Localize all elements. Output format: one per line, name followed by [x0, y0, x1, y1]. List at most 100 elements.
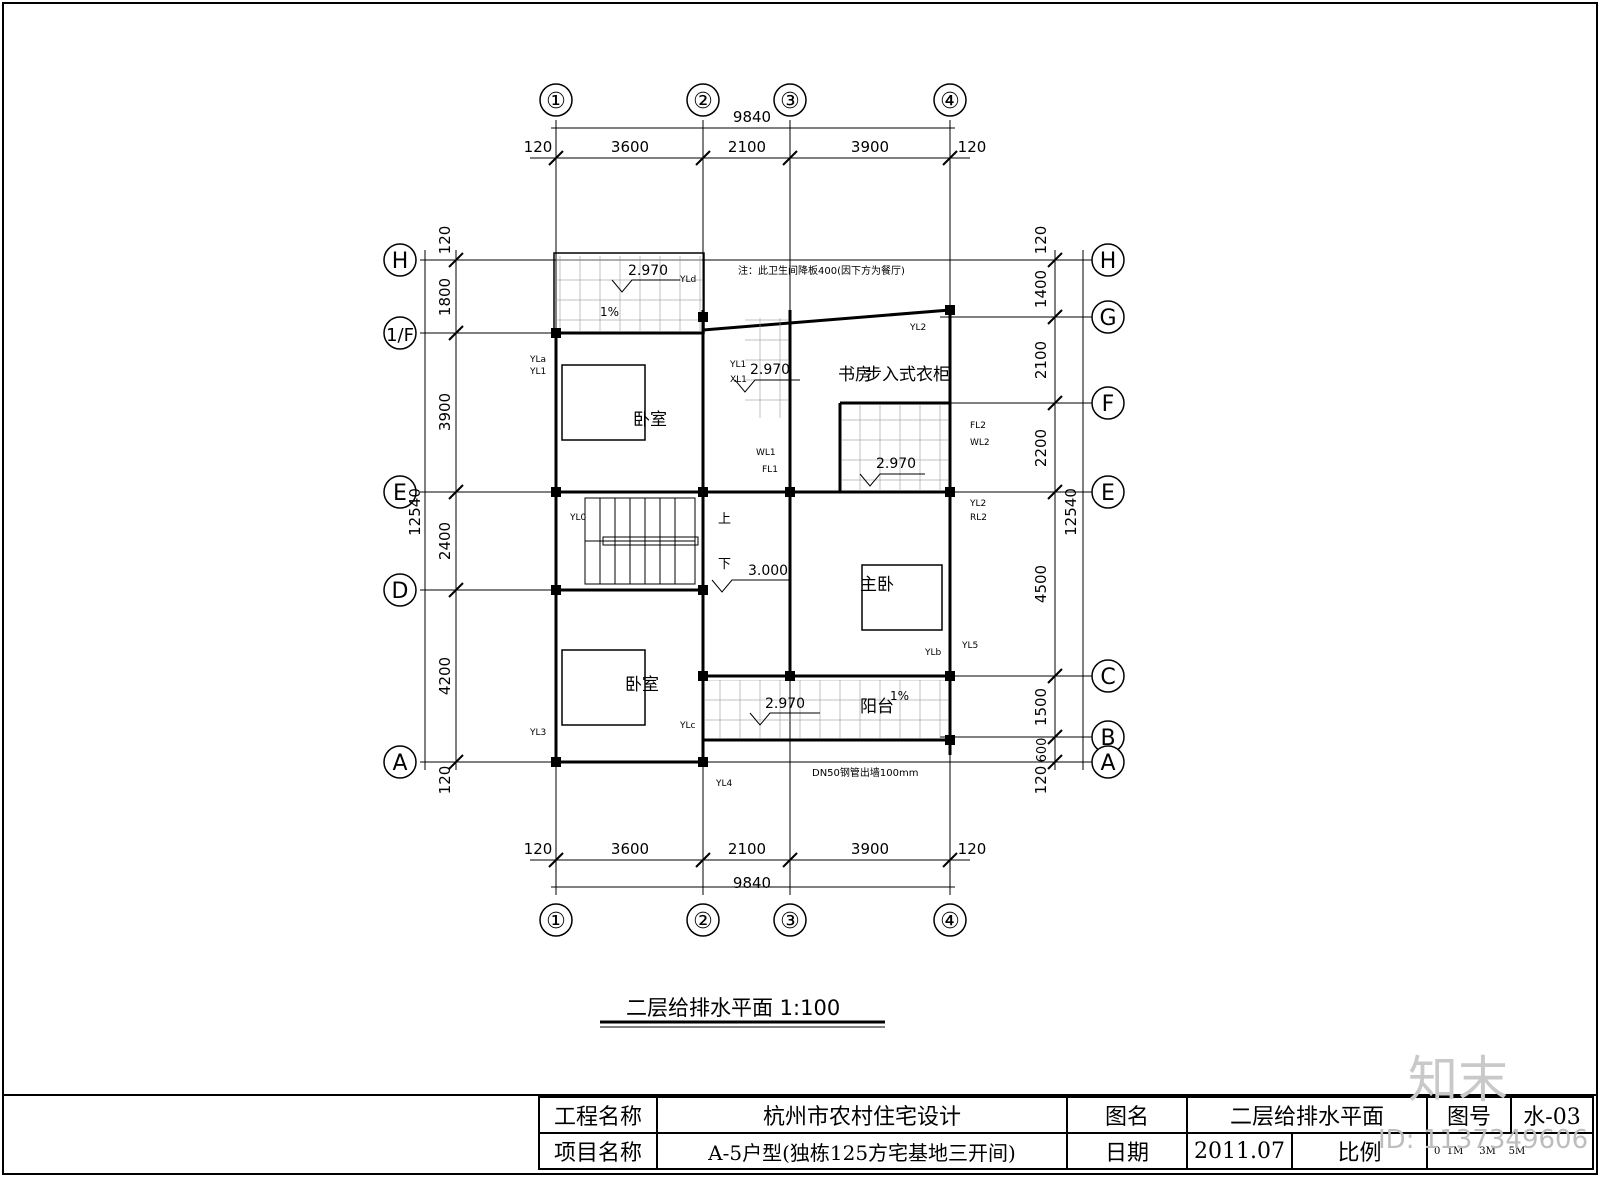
dim-right-8: 120 — [1032, 766, 1050, 795]
scale-bar: 0 1M 3M 5M — [1426, 1132, 1594, 1170]
watermark-id: ID: 1137349606 — [1378, 1125, 1589, 1155]
scale-mark-0: 0 — [1434, 1145, 1441, 1157]
pipe-rl2: RL2 — [970, 513, 987, 523]
dim-top-seg-2: 2100 — [728, 138, 766, 156]
dim-top-total: 9840 — [733, 108, 771, 126]
pipe-yl1-left: YL1 — [529, 367, 546, 377]
dim-left-total: 12540 — [406, 488, 424, 536]
axis-right-h: H — [1100, 249, 1117, 274]
dim-right-5: 4500 — [1032, 565, 1050, 603]
dim-left-2: 1800 — [436, 278, 454, 316]
item-label: 项目名称 — [538, 1132, 658, 1170]
date-label: 日期 — [1066, 1132, 1188, 1170]
pipe-ylc: YLc — [679, 721, 696, 731]
dim-right-6: 1500 — [1032, 688, 1050, 726]
date-value: 2011.07 — [1186, 1132, 1293, 1170]
pipe-yla: YLa — [529, 355, 546, 365]
drawing-title: 二层给排水平面 1:100 — [626, 996, 840, 1020]
dim-bottom-seg-1: 3600 — [611, 840, 649, 858]
dim-right-1: 120 — [1032, 226, 1050, 255]
axis-bottom-3: ③ — [780, 909, 800, 934]
watermark-logo: 知末 — [1408, 1051, 1508, 1109]
room-master: 主卧 — [860, 575, 894, 595]
axis-right-a: A — [1100, 751, 1115, 776]
room-study: 书房 — [838, 365, 872, 385]
pipe-yl3: YL3 — [529, 728, 546, 738]
axis-right-g: G — [1099, 306, 1116, 331]
axis-left-d: D — [392, 579, 409, 604]
bathroom-tiles-left — [745, 318, 788, 418]
stair-down: 下 — [718, 557, 731, 572]
axis-right-e: E — [1101, 481, 1115, 506]
pipe-fl2: FL2 — [970, 421, 986, 431]
project-label: 工程名称 — [538, 1096, 658, 1134]
axis-top-3: ③ — [780, 89, 800, 114]
axis-top-4: ④ — [940, 89, 960, 114]
stair-up: 上 — [718, 512, 731, 527]
dim-left-3: 3900 — [436, 393, 454, 431]
dim-top-seg-3: 3900 — [851, 138, 889, 156]
number-label: 图号 — [1426, 1096, 1512, 1134]
elev-bath-left: 2.970 — [750, 362, 790, 378]
pipe-fl1: FL1 — [762, 465, 778, 475]
room-balcony: 阳台 — [860, 697, 894, 717]
pipe-yl4: YL4 — [715, 779, 733, 789]
pipe-ylb: YLb — [924, 648, 942, 658]
axis-left-a: A — [392, 751, 407, 776]
elev-balcony-top: 2.970 — [628, 263, 668, 279]
balcony-tiles-bottom — [705, 680, 948, 738]
dim-right-4: 2200 — [1032, 429, 1050, 467]
axis-left-e: E — [393, 481, 407, 506]
axis-bottom-2: ② — [693, 909, 713, 934]
scale-mark-3: 3M — [1479, 1145, 1496, 1157]
axis-bottom-4: ④ — [940, 909, 960, 934]
pipe-wl1: WL1 — [756, 448, 776, 458]
room-closet: 步入式衣柜 — [865, 365, 950, 385]
bathroom-tiles-right — [842, 405, 948, 491]
dim-left-4: 2400 — [436, 522, 454, 560]
axis-left-1f: 1/F — [386, 325, 414, 346]
title-block: 工程名称 杭州市农村住宅设计 图名 二层给排水平面 图号 水-03 项目名称 A… — [538, 1096, 1594, 1170]
dim-top-edge-left: 120 — [524, 138, 553, 156]
item-value: A-5户型(独栋125方宅基地三开间) — [656, 1132, 1068, 1170]
elev-balcony-bottom: 2.970 — [765, 696, 805, 712]
slope-bottom: 1% — [890, 689, 909, 703]
bed-bedroom-top — [561, 364, 646, 441]
pipe-yl1: YL1 — [729, 360, 746, 370]
scale-mark-5: 5M — [1508, 1145, 1526, 1157]
axis-right-b: B — [1100, 726, 1115, 751]
axis-top-2: ② — [693, 89, 713, 114]
dim-right-total: 12540 — [1062, 488, 1080, 536]
slope-top: 1% — [600, 305, 619, 319]
dim-left-6: 120 — [436, 766, 454, 795]
scale-mark-1: 1M — [1446, 1145, 1464, 1157]
pipe-yl2-top: YL2 — [909, 323, 926, 333]
dim-right-7: 600 — [1035, 738, 1050, 763]
axis-right-f: F — [1102, 392, 1115, 417]
dim-right-3: 2100 — [1032, 341, 1050, 379]
pipe-note: DN50钢管出墙100mm — [812, 766, 918, 779]
bed-bedroom-bottom — [561, 649, 646, 726]
number-value: 水-03 — [1510, 1096, 1594, 1134]
dim-top-edge-right: 120 — [958, 138, 987, 156]
dim-right-2: 1400 — [1032, 270, 1050, 308]
axis-right-c: C — [1100, 665, 1115, 690]
pipe-yl0: YL0 — [569, 513, 587, 523]
axis-bottom-1: ① — [546, 909, 566, 934]
dim-bottom-seg-2: 2100 — [728, 840, 766, 858]
balcony-tiles-top — [556, 256, 702, 332]
dim-bottom-seg-3: 3900 — [851, 840, 889, 858]
drawing-value: 二层给排水平面 — [1186, 1096, 1428, 1134]
bed-master — [861, 564, 943, 631]
pipe-xl1: XL1 — [730, 375, 747, 385]
dim-left-1: 120 — [436, 226, 454, 255]
elev-bath-right: 2.970 — [876, 456, 916, 472]
pipe-yld: YLd — [679, 275, 696, 285]
dim-bottom-edge-left: 120 — [524, 840, 553, 858]
drawing-label: 图名 — [1066, 1096, 1188, 1134]
room-bedroom-top: 卧室 — [633, 410, 667, 430]
room-bedroom-bottom: 卧室 — [625, 675, 659, 695]
elev-hall: 3.000 — [748, 563, 788, 579]
